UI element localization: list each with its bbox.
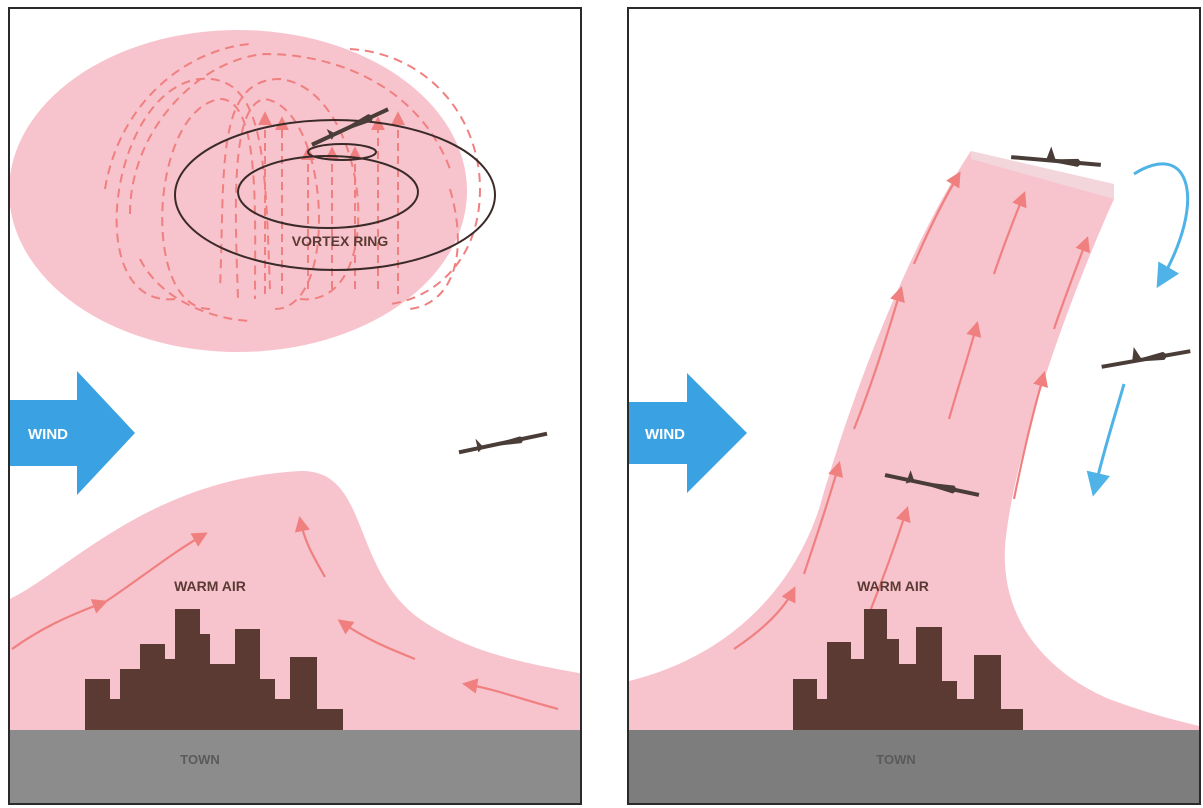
warm-air-label: WARM AIR <box>857 578 929 594</box>
glider-icon <box>458 431 548 455</box>
column-top <box>971 151 1114 199</box>
thermal-diagram: WARM AIR TOWN WIND <box>629 146 1199 803</box>
thermal-column <box>629 151 1199 737</box>
wind-arrow-icon <box>629 373 747 493</box>
panel-thermal-column: WARM AIR TOWN WIND <box>627 7 1201 805</box>
warm-air-label: WARM AIR <box>174 578 246 594</box>
wind-label: WIND <box>28 426 68 443</box>
wind-arrow-icon <box>10 371 135 495</box>
warm-flow-arrows <box>11 515 559 711</box>
glider-icon <box>1101 346 1191 369</box>
town-ground <box>629 730 1199 803</box>
town-ground <box>10 730 580 803</box>
glider-icon <box>311 107 389 147</box>
building-silhouette <box>793 609 1023 730</box>
town-label: TOWN <box>876 752 915 767</box>
circulation-loops <box>104 43 482 322</box>
wind-label: WIND <box>645 426 685 443</box>
panel-vortex-ring: VORTEX RING WARM AIR TOWN WIND <box>8 7 582 805</box>
glider-icon <box>884 470 980 497</box>
vortex-ring-outline <box>174 119 496 271</box>
vortex-diagram: VORTEX RING WARM AIR TOWN WIND <box>10 30 580 803</box>
town-label: TOWN <box>180 752 219 767</box>
glider-icon <box>1010 146 1102 167</box>
building-silhouette <box>85 609 343 730</box>
vortex-ring-label: VORTEX RING <box>292 233 389 249</box>
downdraft-arrows <box>1086 162 1190 497</box>
